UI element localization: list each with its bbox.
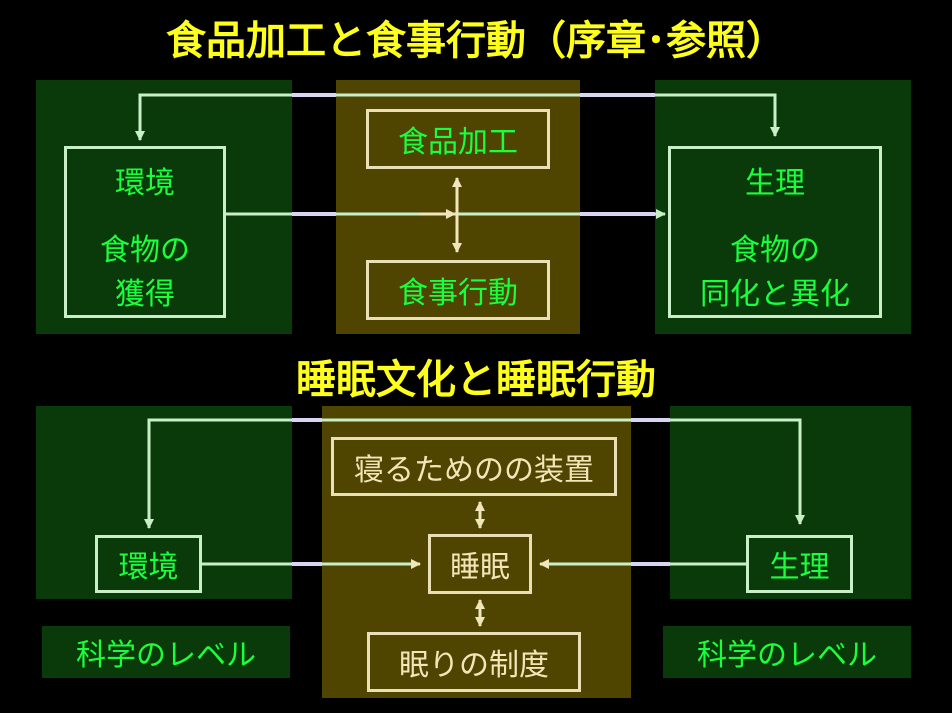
bottom-right-panel: [670, 406, 911, 599]
top-physiology-sub-2: 同化と異化: [700, 277, 850, 312]
top-right-panel: [655, 80, 911, 334]
top-food-processing-box: 食品加工: [366, 109, 550, 169]
top-environment-sub-1: 食物の: [100, 233, 190, 268]
bottom-loop-line: [147, 418, 805, 525]
science-level-right: 科学のレベル: [663, 626, 911, 678]
top-physiology-sub-1: 食物の: [730, 233, 820, 268]
bottom-title: 睡眠文化と睡眠行動: [296, 357, 656, 403]
top-left-panel: [36, 80, 292, 334]
top-environment-label: 環境: [115, 166, 175, 201]
bottom-physiology-box: 生理: [746, 535, 853, 593]
science-level-left: 科学のレベル: [42, 626, 290, 678]
sleep-device-box: 寝るためのの装置: [331, 437, 617, 496]
top-loop-line: [138, 93, 780, 137]
top-environment-sub-2: 獲得: [115, 277, 175, 312]
top-eating-behavior-box: 食事行動: [366, 260, 550, 320]
bottom-left-panel: [36, 406, 292, 599]
top-environment-box: [64, 146, 226, 318]
top-title: 食品加工と食事行動（序章･参照）: [166, 18, 786, 64]
top-physiology-label: 生理: [745, 166, 805, 201]
top-physiology-box: [668, 146, 882, 318]
sleep-institution-box: 眠りの制度: [367, 632, 581, 692]
bottom-environment-box: 環境: [95, 535, 202, 593]
sleep-box: 睡眠: [428, 534, 532, 594]
